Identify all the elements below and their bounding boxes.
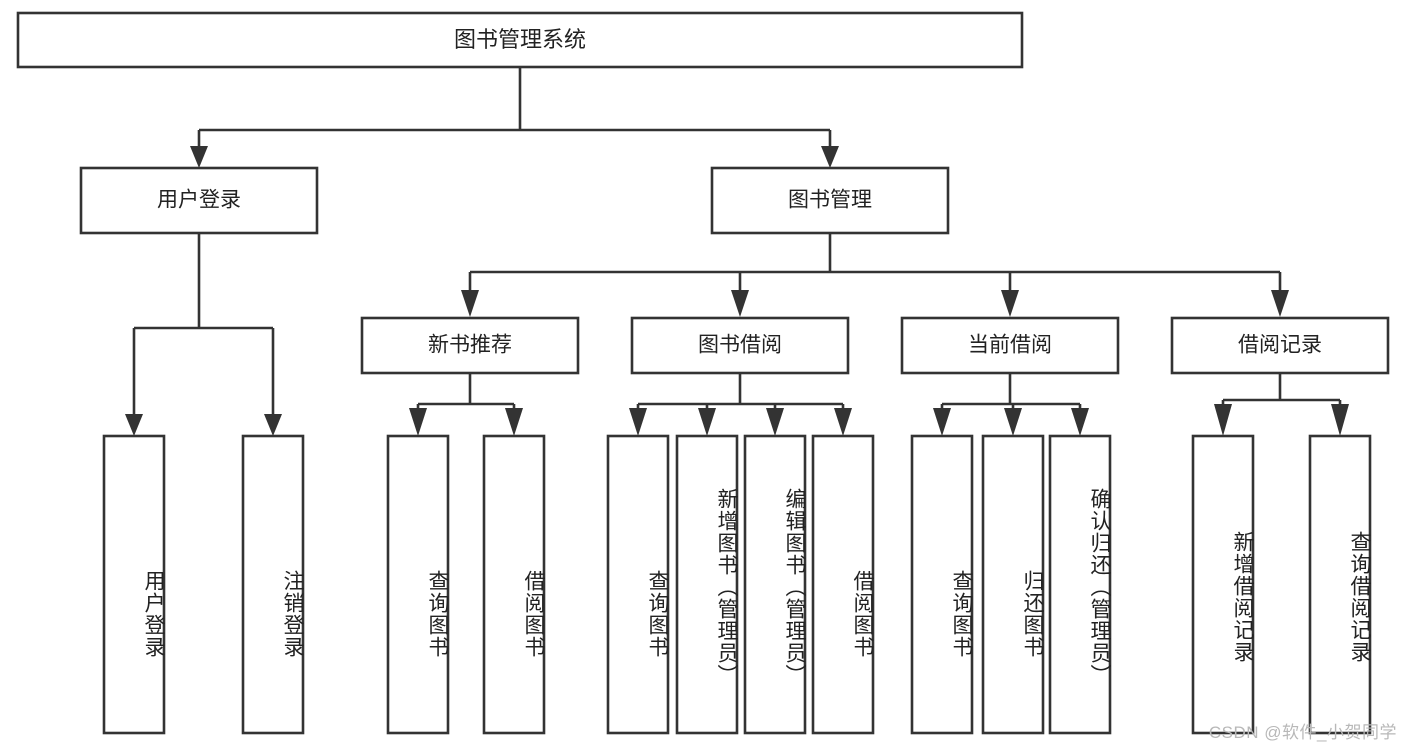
leaf-box-logout[interactable] [241,434,305,735]
node-book-manage-box[interactable] [710,166,950,235]
arrow-userlogin-leaf-1 [125,414,143,436]
leaf-box-borrow-book-1[interactable] [482,434,546,735]
arrow-bb-leaf-3 [766,408,784,436]
connector-group-borrowrecord [1214,373,1349,436]
connector-group-bookmanage [461,233,1289,317]
node-root-box[interactable] [16,11,1024,69]
leaf-box-add-record[interactable] [1191,434,1255,735]
node-borrow-record[interactable]: 借阅记录 [1170,316,1390,375]
node-new-book-rec[interactable]: 新书推荐 [360,316,580,375]
arrow-root-to-bookmanage [821,146,839,168]
leaf-boxes-borrow-record [1191,434,1372,735]
leaf-box-edit-book[interactable] [743,434,807,735]
node-current-borrow-box[interactable] [900,316,1120,375]
arrow-br-leaf-2 [1331,404,1349,436]
leaf-box-add-book[interactable] [675,434,739,735]
leaf-boxes-current-borrow [910,434,1112,735]
leaf-box-query-book-2[interactable] [606,434,670,735]
node-current-borrow[interactable]: 当前借阅 [900,316,1120,375]
arrow-cb-leaf-2 [1004,408,1022,436]
node-book-borrow[interactable]: 图书借阅 [630,316,850,375]
arrow-bb-leaf-1 [629,408,647,436]
leaf-box-user-login[interactable] [102,434,166,735]
arrow-br-leaf-1 [1214,404,1232,436]
leaf-box-query-book-3[interactable] [910,434,974,735]
node-book-manage[interactable]: 图书管理 [710,166,950,235]
leaf-boxes-book-borrow [606,434,875,735]
arrow-bm-borrowrecord [1271,290,1289,317]
arrow-bb-leaf-2 [698,408,716,436]
node-current-borrow-label: 当前借阅 [968,334,1052,357]
leaf-box-confirm-return[interactable] [1048,434,1112,735]
arrow-root-to-userlogin [190,146,208,168]
node-borrow-record-label: 借阅记录 [1238,334,1322,357]
node-book-borrow-box[interactable] [630,316,850,375]
arrow-userlogin-leaf-2 [264,414,282,436]
arrow-bm-currentborrow [1001,290,1019,317]
node-user-login-label: 用户登录 [157,189,241,212]
connector-group-newbookrec [409,373,523,436]
leaf-box-borrow-book-2[interactable] [811,434,875,735]
arrow-bm-bookborrow [731,290,749,317]
connector-group-bookborrow [629,373,852,436]
arrow-nbr-leaf-2 [505,408,523,436]
node-book-manage-label: 图书管理 [788,189,872,212]
node-user-login[interactable]: 用户登录 [79,166,319,235]
node-book-borrow-label: 图书借阅 [698,334,782,357]
node-borrow-record-box[interactable] [1170,316,1390,375]
arrow-cb-leaf-3 [1071,408,1089,436]
arrow-nbr-leaf-1 [409,408,427,436]
leaf-box-query-record[interactable] [1308,434,1372,735]
node-new-book-rec-box[interactable] [360,316,580,375]
arrow-bm-newbook [461,290,479,317]
leaf-box-return-book[interactable] [981,434,1045,735]
node-root[interactable]: 图书管理系统 [16,11,1024,69]
node-root-label: 图书管理系统 [454,27,586,52]
arrow-bb-leaf-4 [834,408,852,436]
leaf-boxes-new-book-rec [386,434,546,735]
leaf-box-query-book-1[interactable] [386,434,450,735]
arrow-cb-leaf-1 [933,408,951,436]
connector-group-userlogin [125,233,282,436]
connector-group-root [190,67,839,168]
watermark-text: CSDN @软件_小贺同学 [1208,723,1397,742]
node-new-book-rec-label: 新书推荐 [428,334,512,357]
connector-group-currentborrow [933,373,1089,436]
leaf-boxes-user-login [102,434,305,735]
node-user-login-box[interactable] [79,166,319,235]
